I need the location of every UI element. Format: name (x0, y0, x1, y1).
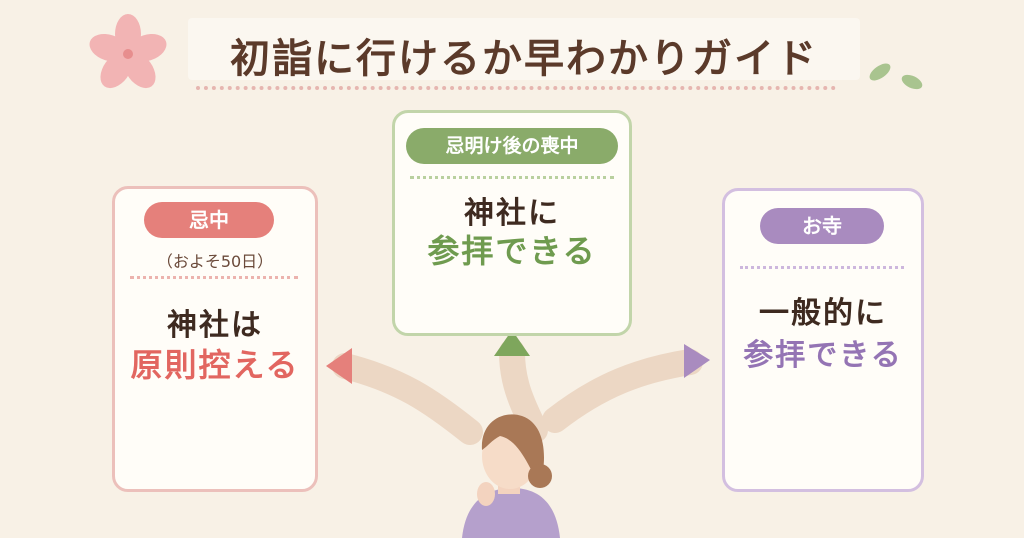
person-illustration (462, 414, 560, 538)
page-title: 初詣に行けるか早わかりガイド (230, 36, 818, 82)
left-line2: 原則控える (130, 346, 300, 384)
divider (410, 176, 614, 179)
arrow-up-icon (494, 330, 530, 356)
badge-imi: 忌中 (144, 202, 274, 238)
title-banner (188, 18, 860, 80)
arrow-right-icon (684, 344, 710, 378)
center-line2: 参拝できる (427, 232, 597, 270)
badge-mochu: 忌明け後の喪中 (406, 128, 618, 164)
sakura-flower-icon (89, 14, 167, 89)
badge-otera: お寺 (760, 208, 884, 244)
right-line1: 一般的に (759, 296, 887, 331)
divider (130, 276, 298, 279)
center-line1: 神社に (464, 196, 560, 231)
right-line2: 参拝できる (743, 338, 903, 373)
imi-period: （およそ50日） (156, 252, 274, 271)
divider (740, 266, 904, 269)
title-divider (196, 86, 836, 90)
leaf-icon (869, 63, 923, 90)
left-line1: 神社は (167, 308, 263, 343)
arrow-left-icon (326, 348, 352, 384)
